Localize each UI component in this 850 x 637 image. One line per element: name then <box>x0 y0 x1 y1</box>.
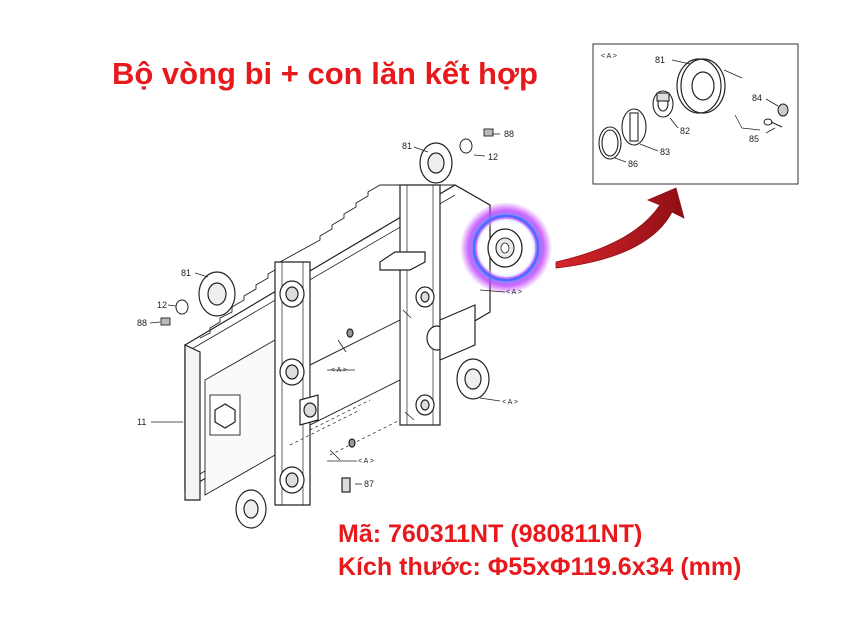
label-12-upper: 12 <box>488 152 498 162</box>
label-88-left: 88 <box>137 318 147 328</box>
roller-81-left <box>198 271 236 317</box>
label-81-left: 81 <box>181 268 191 278</box>
carriage-assembly <box>184 184 491 506</box>
label-82: 82 <box>680 126 690 136</box>
detail-box: < A > 81 82 83 86 <box>592 43 799 185</box>
roller-right-mid <box>456 358 490 400</box>
detail-ring-86 <box>598 126 622 160</box>
detail-shim-83 <box>621 108 647 146</box>
label-88-upper: 88 <box>504 129 514 139</box>
roller-81-upper <box>419 142 453 184</box>
tag-a-lower: < A > <box>358 458 374 465</box>
bolt-88 <box>160 128 494 326</box>
label-11: 11 <box>137 417 146 427</box>
label-83: 83 <box>660 147 670 157</box>
tag-a-right: < A > <box>502 399 518 406</box>
detail-box-tag: < A > <box>601 53 617 60</box>
page-title: Bộ vòng bi + con lăn kết hợp <box>112 56 538 91</box>
main-labels <box>149 133 506 485</box>
detail-bearing-82 <box>652 90 674 118</box>
highlighted-roller <box>460 202 552 294</box>
tag-a-mid: < A > <box>331 367 347 374</box>
label-84: 84 <box>752 93 762 103</box>
tag-a-highlight: < A > <box>506 289 522 296</box>
label-81-upper: 81 <box>402 141 412 151</box>
roller-bottom <box>235 489 267 529</box>
detail-pin-85 <box>763 118 783 128</box>
pointer-arrow <box>555 187 685 269</box>
product-size: Kích thước: Φ55xΦ119.6x34 (mm) <box>338 553 742 581</box>
label-81-detail: 81 <box>655 55 665 65</box>
label-12-left: 12 <box>157 300 167 310</box>
detail-roller-81 <box>676 58 726 114</box>
label-86: 86 <box>628 159 638 169</box>
washer-12 <box>175 138 473 315</box>
label-85: 85 <box>749 134 759 144</box>
detail-bolt-84 <box>777 103 789 117</box>
label-87: 87 <box>364 479 374 489</box>
product-code: Mã: 760311NT (980811NT) <box>338 520 643 548</box>
